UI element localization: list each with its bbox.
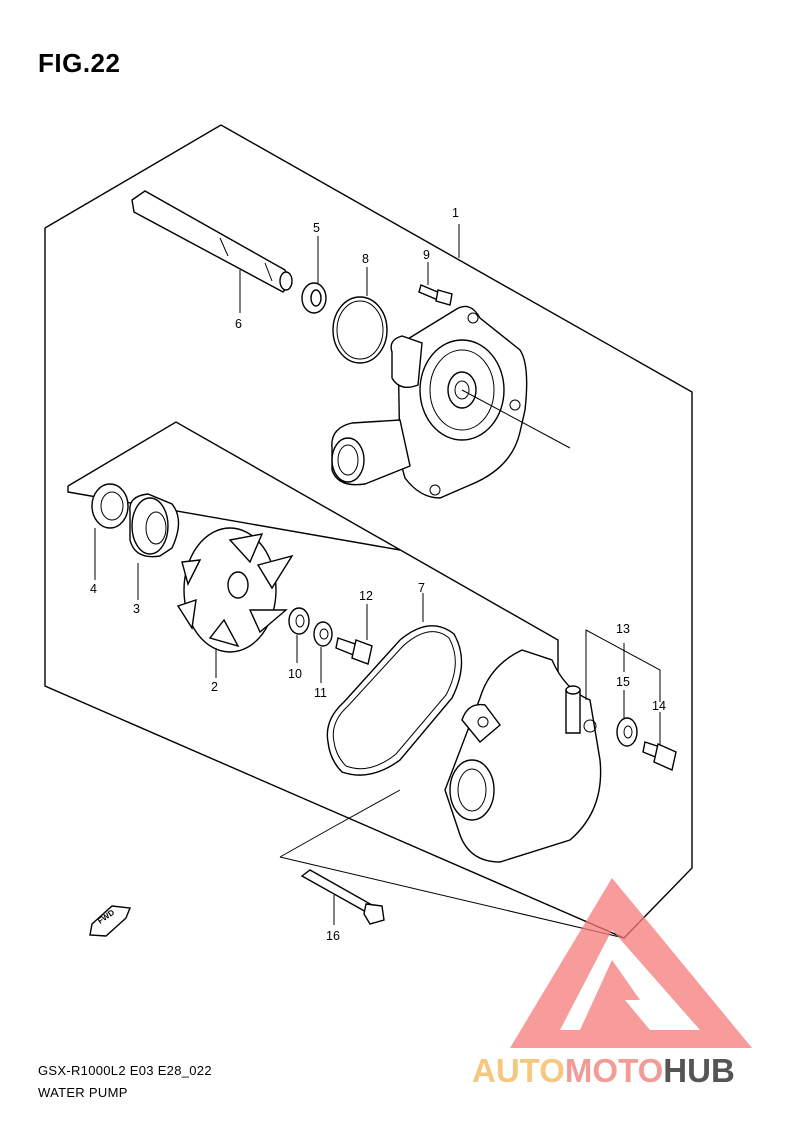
callout-5: 5 [313,221,320,235]
callout-6: 6 [235,317,242,331]
callout-labels: 1 2 3 4 5 6 7 8 9 10 11 12 13 14 15 16 [90,206,666,943]
impeller-part [176,527,294,653]
model-code: GSX-R1000L2 E03 E28_022 [38,1063,212,1078]
bolt-part [418,284,453,306]
pump-cover-part [331,305,571,499]
callout-2: 2 [211,680,218,694]
callout-3: 3 [133,602,140,616]
callout-7: 7 [418,581,425,595]
callout-14: 14 [652,699,666,713]
pump-body-group-frame-lower [67,486,401,551]
pump-case-o-ring-part [326,625,463,776]
impeller-washer-part [288,607,310,635]
callout-15: 15 [616,675,630,689]
callout-leaders [94,224,661,939]
fwd-direction-badge: FWD [89,905,131,937]
figure-title: FIG.22 [38,48,121,78]
seal-washer-part [313,621,333,647]
watermark-triangle-icon [510,878,752,1048]
callout-4: 4 [90,582,97,596]
callout-16: 16 [326,929,340,943]
watermark-wordmark: AUTOMOTOHUB [472,1052,735,1089]
pump-body-group-frame [67,421,559,700]
callout-9: 9 [423,248,430,262]
assembly-frame [44,124,693,939]
callout-1: 1 [452,206,459,220]
callout-8: 8 [362,252,369,266]
case-bolt-part [300,869,385,925]
callout-12: 12 [359,589,373,603]
pump-case-part [444,649,602,863]
callout-10: 10 [288,667,302,681]
mechanical-seal-part [129,493,180,558]
oil-seal-part [91,483,129,529]
drain-washer-part [616,717,638,747]
washer-part [301,282,327,314]
watermark-logo [510,878,752,1048]
pump-shaft-part [131,190,293,293]
diagram-subtitle: WATER PUMP [38,1085,128,1100]
o-ring-part [332,296,388,364]
impeller-bolt-part [335,637,373,665]
callout-13: 13 [616,622,630,636]
callout-11: 11 [314,686,327,700]
drain-bolt-part [642,741,677,771]
